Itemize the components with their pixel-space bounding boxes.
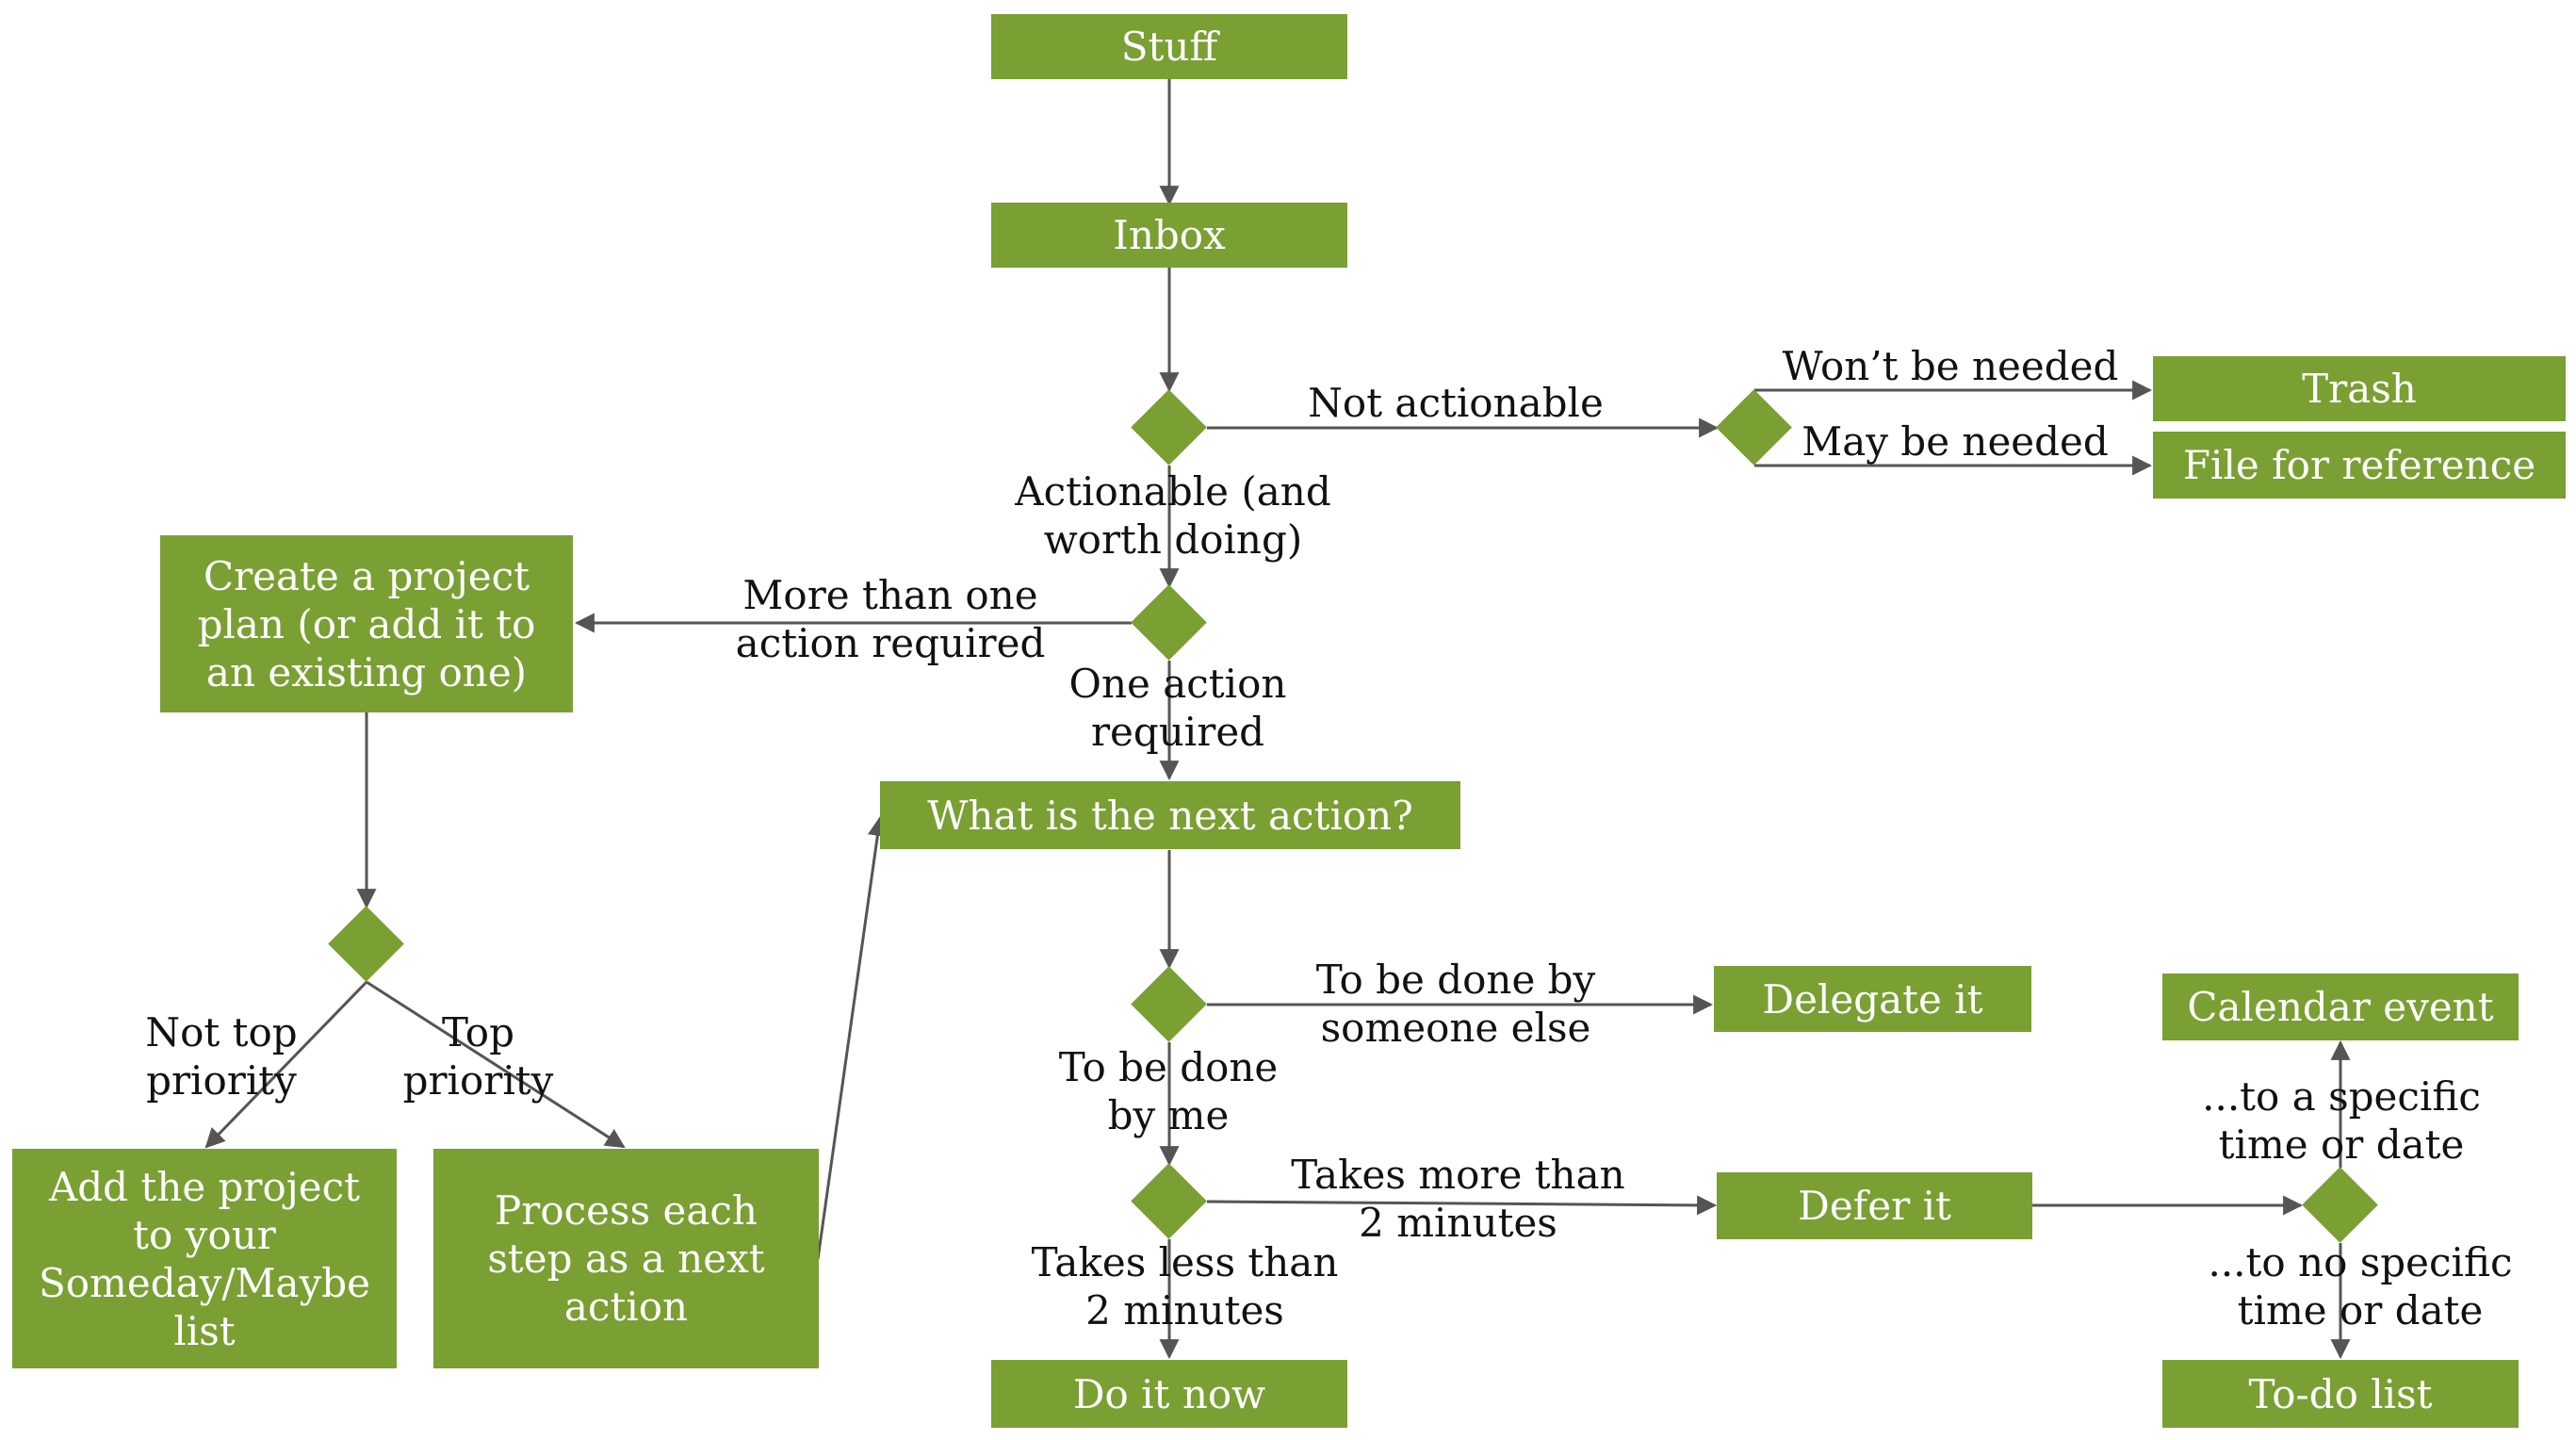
edge-process-to-next bbox=[816, 815, 888, 1260]
node-delegate: Delegate it bbox=[1714, 966, 2031, 1032]
label-specific-time: ...to a specific time or date bbox=[2202, 1073, 2481, 1168]
node-file-for-reference: File for reference bbox=[2153, 432, 2566, 499]
node-todo-list: To-do list bbox=[2162, 1360, 2519, 1428]
node-create-project-plan: Create a project plan (or add it to an e… bbox=[160, 535, 573, 712]
node-process-steps: Process each step as a next action bbox=[433, 1149, 819, 1368]
edge-top-priority bbox=[366, 980, 626, 1149]
node-inbox: Inbox bbox=[991, 203, 1347, 268]
label-actionable: Actionable (and worth doing) bbox=[1015, 468, 1331, 563]
edge-more-than-2 bbox=[1206, 1195, 1718, 1216]
node-trash: Trash bbox=[2153, 356, 2566, 421]
node-defer: Defer it bbox=[1717, 1172, 2032, 1239]
label-less-than-2: Takes less than 2 minutes bbox=[1031, 1239, 1339, 1334]
node-next-action: What is the next action? bbox=[880, 781, 1460, 849]
label-wont-be-needed: Won’t be needed bbox=[1782, 343, 2119, 389]
label-no-specific-time: ...to no specific time or date bbox=[2208, 1239, 2513, 1334]
label-by-me: To be done by me bbox=[1058, 1044, 1279, 1138]
node-do-it-now: Do it now bbox=[991, 1360, 1347, 1428]
label-not-top-priority: Not top priority bbox=[145, 1009, 298, 1104]
label-top-priority: Top priority bbox=[402, 1009, 554, 1104]
node-calendar-event: Calendar event bbox=[2162, 974, 2519, 1040]
label-someone-else: To be done by someone else bbox=[1315, 957, 1596, 1051]
label-may-be-needed: May be needed bbox=[1802, 418, 2109, 465]
label-more-than-one-action: More than one action required bbox=[735, 572, 1046, 666]
label-one-action: One action required bbox=[1068, 661, 1287, 755]
node-someday-maybe: Add the project to your Someday/Maybe li… bbox=[12, 1149, 397, 1368]
edge-not-top-priority bbox=[204, 980, 368, 1149]
node-stuff: Stuff bbox=[991, 14, 1347, 79]
label-more-than-2: Takes more than 2 minutes bbox=[1291, 1152, 1625, 1246]
label-not-actionable: Not actionable bbox=[1308, 380, 1604, 426]
